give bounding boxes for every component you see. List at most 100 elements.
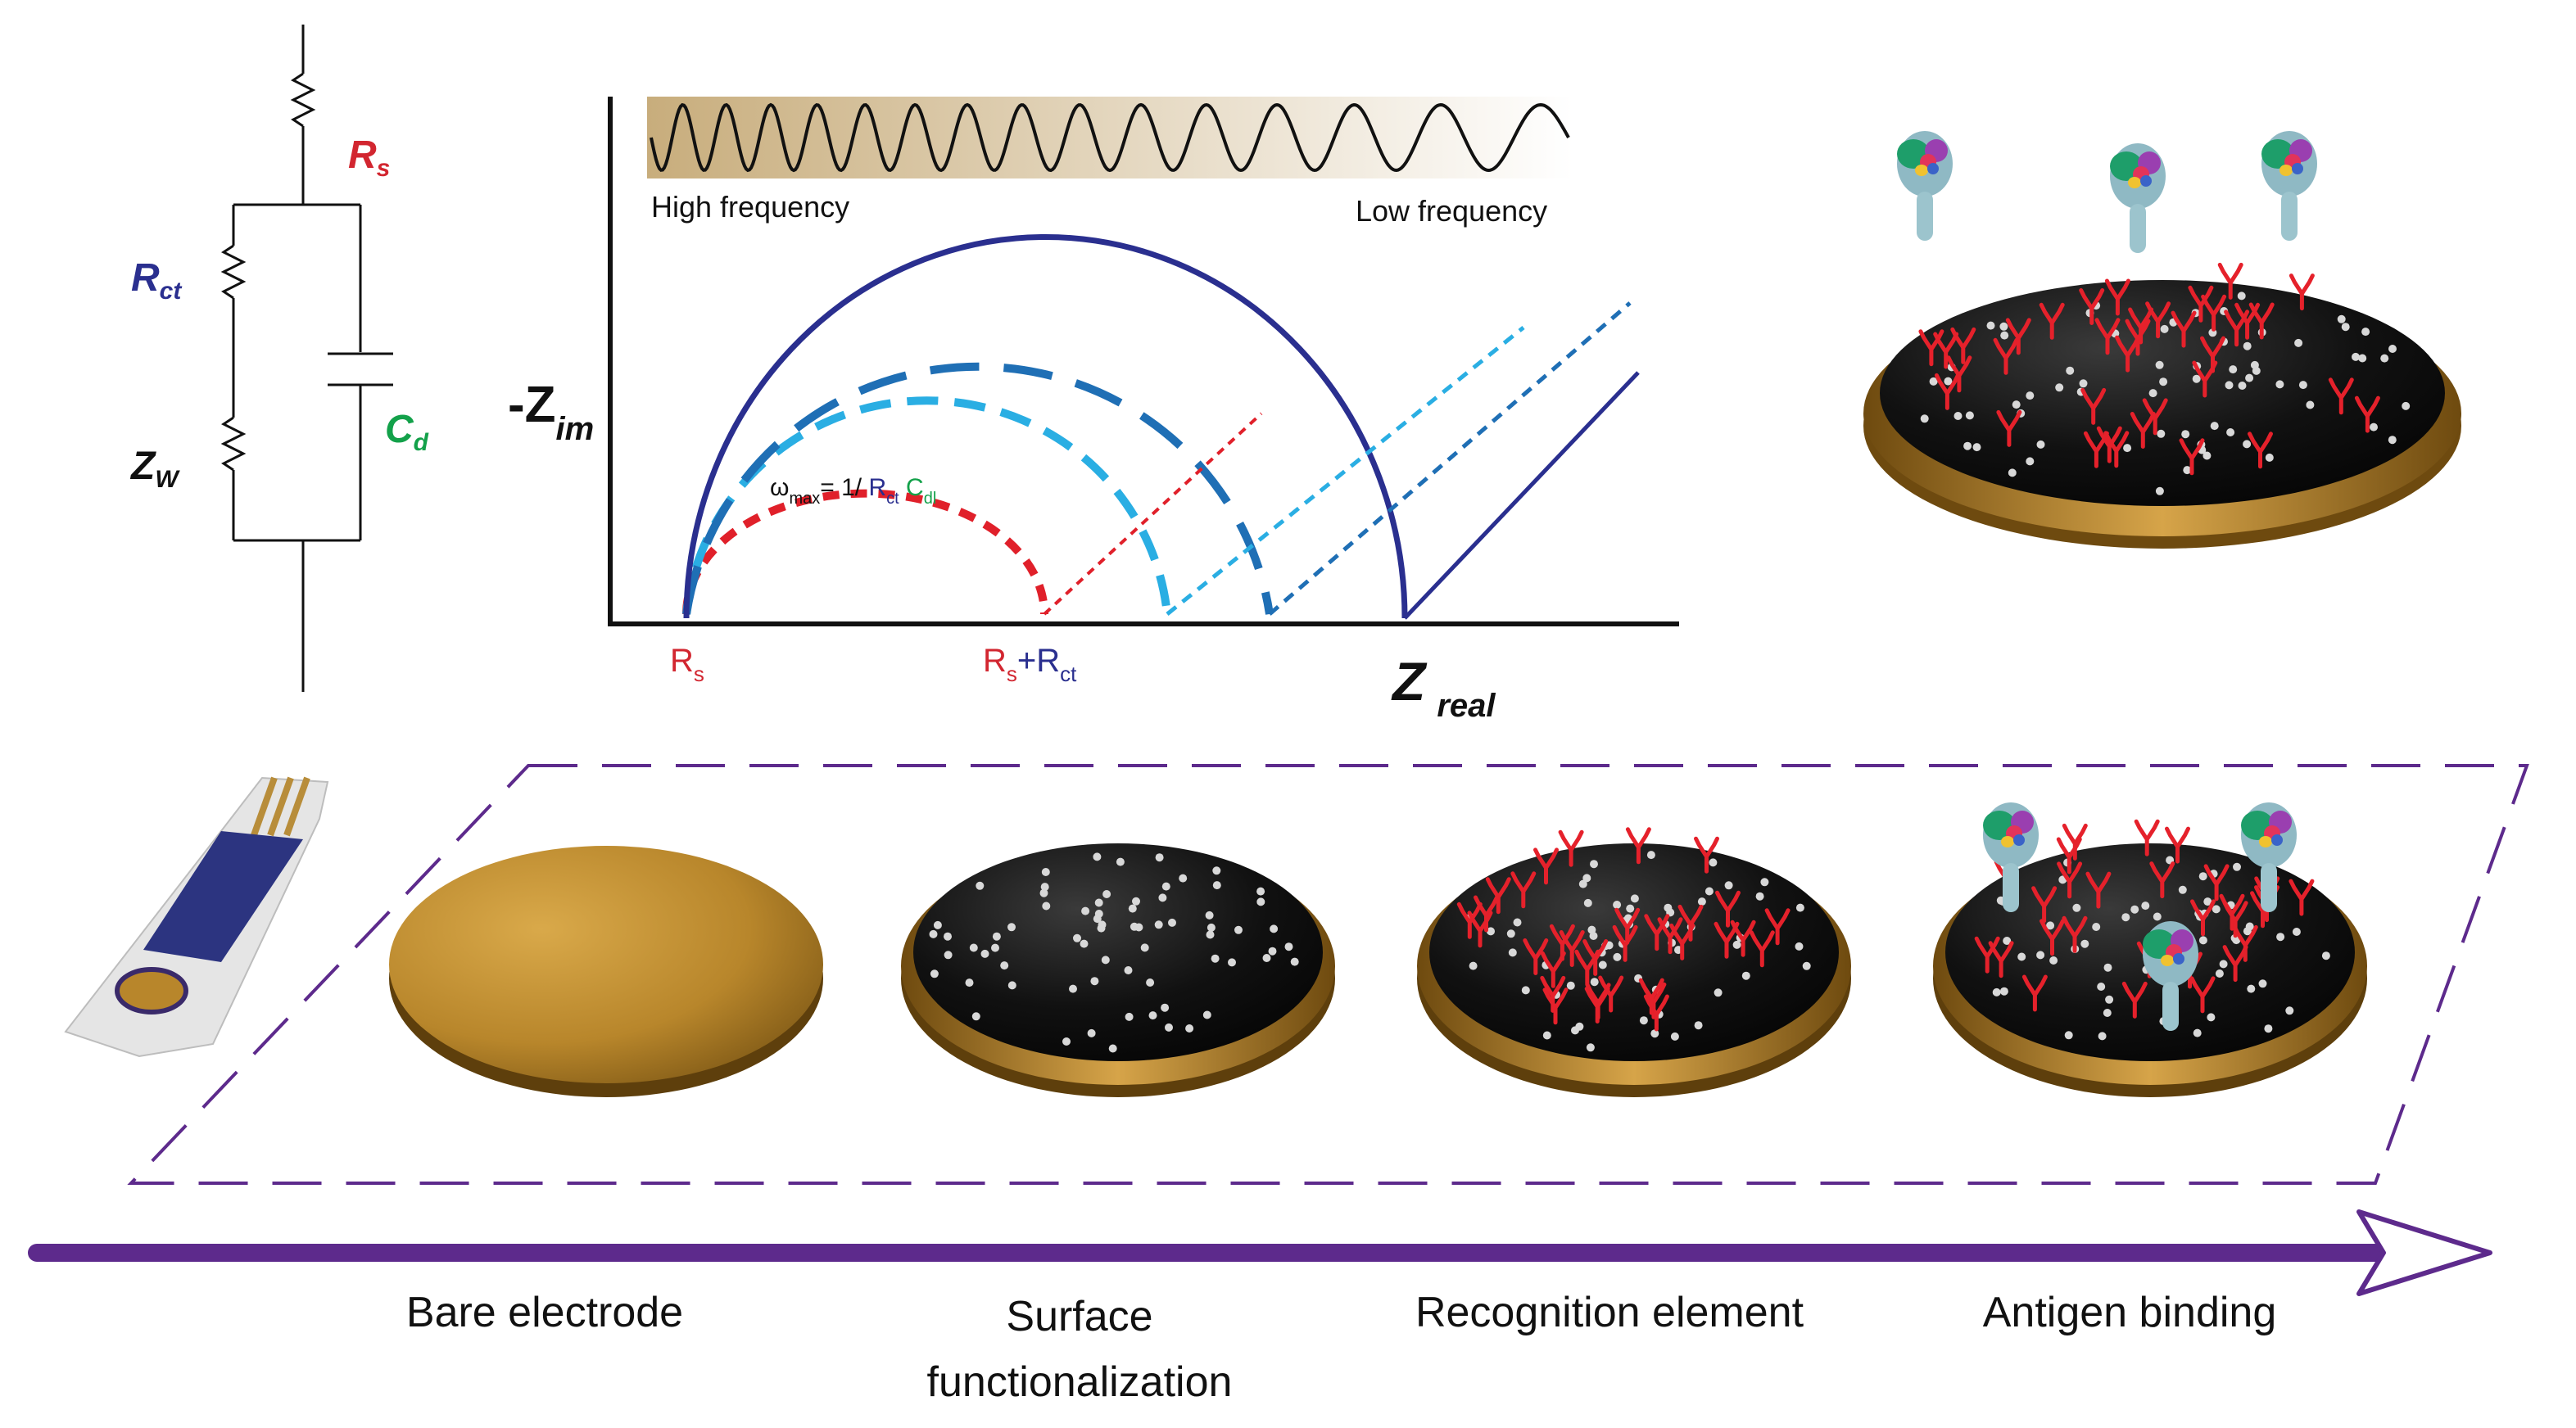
surface-particle	[2388, 345, 2397, 353]
surface-particle	[1094, 898, 1103, 907]
surface-particle	[1041, 868, 1050, 876]
tick-rs: Rs	[670, 643, 704, 686]
surface-particle	[1566, 981, 1575, 990]
step-label-bare: Bare electrode	[406, 1289, 683, 1336]
surface-particle	[1732, 940, 1741, 949]
surface-particle	[2212, 905, 2221, 914]
surface-particle	[992, 932, 1001, 941]
surface-particle	[1256, 897, 1265, 906]
surface-particle	[1062, 1037, 1071, 1046]
surface-particle	[2306, 400, 2315, 409]
surface-particle	[1093, 852, 1102, 861]
surface-particle	[1093, 915, 1102, 924]
surface-particle	[2121, 913, 2130, 922]
surface-particle	[1124, 966, 1133, 974]
surface-particle	[2276, 933, 2285, 942]
surface-particle	[2388, 436, 2397, 445]
resistor-icon	[220, 416, 247, 472]
surface-particle	[1148, 1011, 1157, 1020]
surface-particle	[2380, 354, 2389, 363]
surface-particle	[991, 943, 999, 952]
surface-particle	[2226, 428, 2235, 436]
surface-particle	[2036, 951, 2045, 960]
surface-particle	[976, 881, 985, 890]
surface-particle	[1207, 923, 1216, 932]
surface-particle	[1954, 412, 1963, 420]
surface-particle	[965, 978, 974, 987]
electrode-disc-icon	[389, 846, 823, 1083]
surface-particle	[2370, 423, 2378, 432]
surface-particle	[969, 943, 978, 952]
surface-particle	[1205, 911, 1214, 920]
surface-particle	[2159, 377, 2168, 386]
surface-particle	[2264, 1024, 2273, 1033]
surface-particle	[1755, 892, 1764, 901]
cd-label: Cd	[385, 408, 429, 456]
surface-particle	[2148, 389, 2157, 398]
surface-particle	[2207, 1013, 2216, 1022]
surface-particle	[2080, 939, 2089, 948]
surface-particle	[1284, 942, 1293, 951]
surface-particle	[1007, 923, 1016, 932]
surface-particles	[1920, 291, 2411, 495]
surface-particle	[1000, 961, 1009, 970]
surface-particle	[2155, 360, 2164, 369]
surface-particle	[2225, 381, 2234, 390]
surface-particle	[1087, 1028, 1096, 1037]
surface-particle	[2064, 1031, 2073, 1040]
electrode-disc-icon	[913, 843, 1323, 1061]
surface-particle	[1598, 960, 1607, 969]
zw-label: ZW	[129, 445, 180, 493]
process-arrow-icon	[28, 1209, 2492, 1296]
surface-particle	[2130, 905, 2139, 914]
surface-particle	[2097, 983, 2106, 991]
surface-particle	[1102, 890, 1111, 898]
surface-particle	[1613, 901, 1622, 909]
surface-particle	[2079, 379, 2088, 388]
surface-particle	[1583, 898, 1592, 907]
surface-particle	[980, 949, 989, 958]
surface-particle	[1132, 897, 1140, 906]
surface-particle	[1040, 883, 1049, 892]
surface-particle	[1760, 878, 1769, 887]
curve-recognition-element	[682, 362, 1274, 615]
surface-particle	[1161, 882, 1170, 891]
surface-particle	[2003, 937, 2012, 945]
surface-particle	[2243, 341, 2252, 350]
surface-particle	[1469, 961, 1478, 970]
surface-particle	[2275, 380, 2284, 389]
surface-particle	[1513, 918, 1522, 927]
warburg-bare	[1043, 412, 1263, 616]
surface-particle	[2046, 921, 2055, 930]
resistor-icon	[220, 244, 247, 300]
surface-particle	[1795, 942, 1804, 951]
surface-particle	[1578, 879, 1587, 888]
surface-particle	[1626, 904, 1635, 913]
surface-particle	[1185, 1024, 1194, 1033]
surface-particle	[2103, 963, 2112, 972]
surface-particle	[1212, 881, 1221, 890]
surface-particle	[1999, 322, 2008, 331]
surface-particle	[1108, 1044, 1117, 1053]
surface-particle	[1992, 987, 2001, 996]
warburg-recognition	[1268, 301, 1632, 616]
surface-particle	[1590, 860, 1598, 869]
frequency-wave	[650, 102, 1570, 173]
surface-particle	[2341, 323, 2350, 332]
surface-particle	[2321, 951, 2330, 960]
surface-particle	[1646, 851, 1655, 860]
surface-particle	[1944, 377, 1953, 386]
surface-particle	[1080, 939, 1089, 948]
surface-particle	[1999, 987, 2008, 996]
surface-particle	[2072, 903, 2081, 912]
surface-particle	[2237, 291, 2246, 301]
surface-particle	[1986, 321, 1995, 330]
surface-particle	[944, 932, 952, 941]
step-label-surface-line1: Surface	[1006, 1293, 1152, 1340]
surface-particle	[1039, 888, 1048, 897]
surface-particle	[1521, 986, 1530, 995]
surface-particle	[929, 929, 938, 938]
surface-particle	[1508, 948, 1517, 957]
surface-particle	[2292, 928, 2301, 936]
surface-particle	[2358, 354, 2367, 363]
